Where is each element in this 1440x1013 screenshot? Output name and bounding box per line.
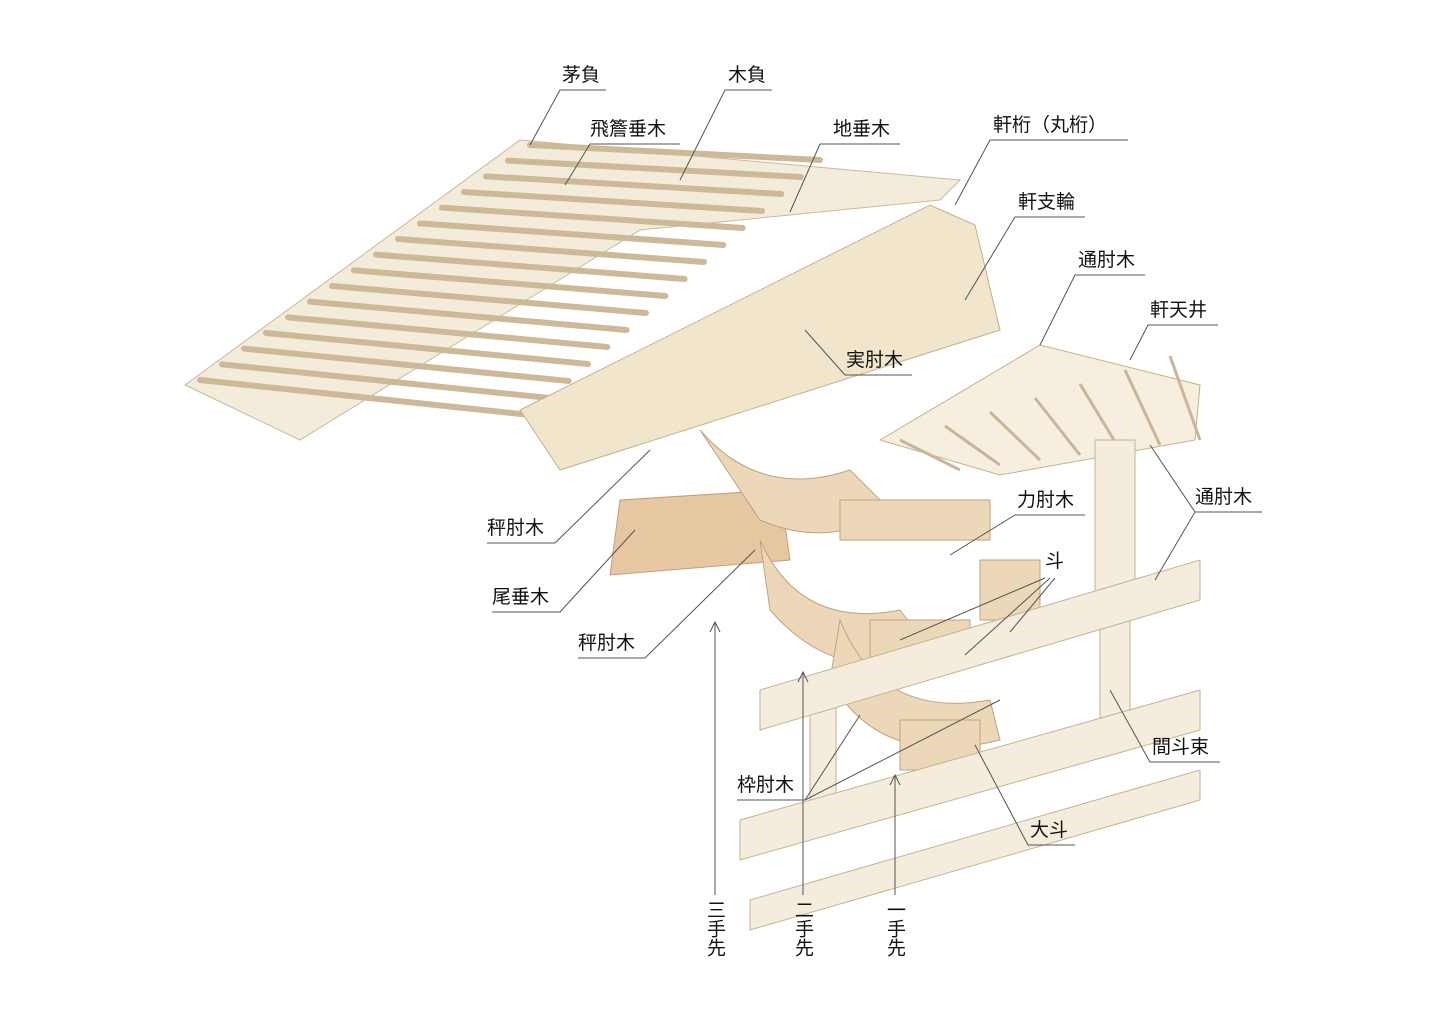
label-kayaoi: 茅負	[562, 64, 601, 86]
label-chikara-hijiki: 力肘木	[1017, 489, 1075, 511]
rafter	[329, 283, 649, 316]
label-waku-hijiki: 枠肘木	[737, 774, 795, 796]
rafter	[439, 204, 746, 231]
label-noki-tenjo: 軒天井	[1150, 299, 1208, 321]
ceiling-grid-bar	[944, 424, 1001, 467]
label-kentozuka: 間斗束	[1152, 736, 1210, 758]
label-hakari-hijiki-lower: 秤肘木	[578, 632, 636, 654]
rafter	[351, 267, 669, 299]
frame	[739, 439, 1201, 931]
rafter	[417, 220, 727, 248]
rafter	[241, 345, 572, 384]
eave-beam	[519, 204, 1001, 471]
label-daito: 大斗	[1030, 819, 1069, 841]
label-toshi-hijiki-upper: 通肘木	[1078, 249, 1136, 271]
ceiling-grid-bar	[1033, 397, 1082, 456]
rafter	[197, 377, 533, 418]
rafter	[505, 157, 804, 180]
ceiling-grid-bar	[988, 410, 1042, 462]
label-toshi-hijiki-lower: 通肘木	[1195, 486, 1253, 508]
ceiling-grid-bar	[1123, 369, 1162, 446]
label-futatesaki: 二手先	[792, 900, 814, 957]
rafter	[373, 251, 688, 282]
rafters	[184, 139, 962, 441]
rafter	[285, 314, 611, 350]
label-ji-daruki: 地垂木	[833, 118, 891, 140]
label-hakari-hijiki-upper: 秤肘木	[487, 517, 545, 539]
ceiling-grid-bar	[1078, 383, 1122, 451]
rafter	[527, 142, 823, 163]
label-hitotesaki: 一手先	[884, 900, 906, 957]
ceiling-grid-bar	[899, 438, 961, 472]
label-mitesaki: 三手先	[704, 900, 726, 957]
label-noki-geta: 軒桁（丸桁）	[993, 114, 1108, 136]
rafter	[483, 173, 785, 197]
label-noki-shirin: 軒支輪	[1018, 191, 1076, 213]
rafter	[395, 236, 707, 265]
ceiling-grid-bar	[1168, 355, 1202, 441]
rafter	[263, 330, 591, 367]
rafter	[461, 189, 765, 214]
label-sanehijiki: 実肘木	[846, 349, 904, 371]
label-kioi: 木負	[728, 64, 767, 86]
bracket-cluster	[699, 429, 1041, 771]
leader-lines	[487, 89, 1262, 895]
rafter	[307, 298, 630, 333]
tail-rafter-block	[609, 489, 791, 576]
label-masu: 斗	[1045, 550, 1065, 572]
rafter	[219, 361, 553, 401]
label-odaruki: 尾垂木	[492, 586, 550, 608]
label-hien-daruki: 飛簷垂木	[590, 118, 667, 140]
